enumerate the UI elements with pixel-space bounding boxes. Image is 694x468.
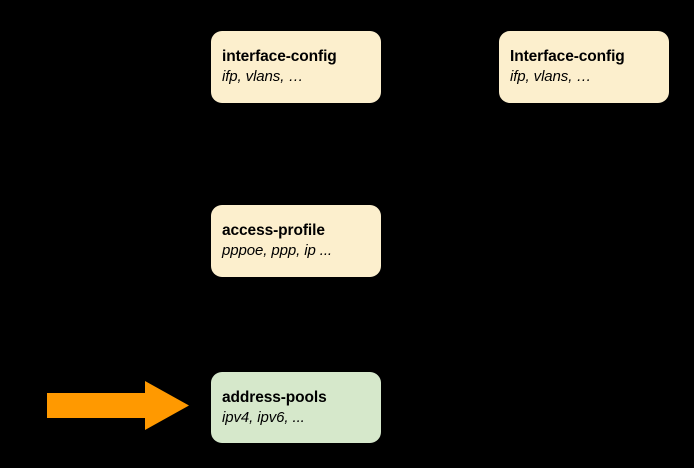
node-title: address-pools [222,388,327,406]
node-subtitle: ifp, vlans, … [510,68,592,86]
node-interface-config-left[interactable]: interface-config ifp, vlans, … [211,31,381,103]
node-subtitle: ifp, vlans, … [222,68,304,86]
node-interface-config-right[interactable]: Interface-config ifp, vlans, … [499,31,669,103]
node-title: access-profile [222,222,325,240]
right-arrow-icon [45,378,191,433]
node-access-profile[interactable]: access-profile pppoe, ppp, ip ... [211,205,381,277]
node-subtitle: pppoe, ppp, ip ... [222,242,332,260]
node-title: interface-config [222,48,337,66]
node-title: Interface-config [510,48,625,66]
node-address-pools[interactable]: address-pools ipv4, ipv6, ... [211,372,381,443]
node-subtitle: ipv4, ipv6, ... [222,408,305,426]
arrow-shape [47,381,189,430]
